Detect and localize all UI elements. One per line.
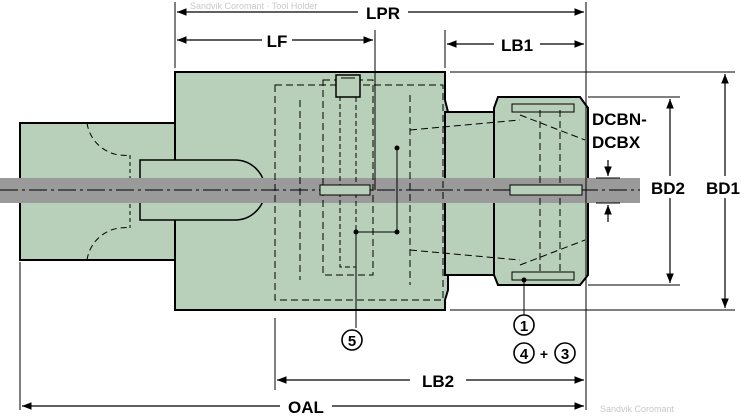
shank-arc-bottom (86, 227, 131, 261)
watermark-top: Sandvik Coromant · Tool Holder (190, 1, 317, 11)
label-dcbn-line1: DCBN- (592, 110, 647, 129)
callout-4-text: 4 (520, 346, 529, 363)
label-lf: LF (267, 32, 288, 51)
clamp-screw-body (339, 96, 357, 268)
collet-ring-bottom (511, 271, 575, 281)
callout-plus: + (540, 346, 548, 362)
callout-5-text: 5 (348, 333, 356, 350)
label-lb1: LB1 (501, 36, 533, 55)
label-bd2: BD2 (651, 179, 685, 198)
shank-arc-top (86, 122, 131, 156)
callout-5: 5 (341, 329, 363, 351)
callout-1-text: 1 (520, 318, 528, 335)
label-dcbn-line2: DCBX (592, 133, 641, 152)
callout-3-text: 3 (561, 346, 569, 363)
pin-left (319, 184, 371, 196)
callout-3: 3 (554, 342, 576, 364)
label-lb2: LB2 (422, 372, 454, 391)
label-bd1: BD1 (706, 179, 740, 198)
label-lpr: LPR (366, 4, 400, 23)
callout-1: 1 (513, 314, 535, 336)
callout-4: 4 (513, 342, 535, 364)
label-oal: OAL (288, 398, 324, 417)
pin-right (509, 184, 583, 196)
collet-ring-top (511, 103, 575, 113)
extension-lines (19, 2, 735, 410)
watermark-bottom: Sandvik Coromant (600, 404, 675, 414)
